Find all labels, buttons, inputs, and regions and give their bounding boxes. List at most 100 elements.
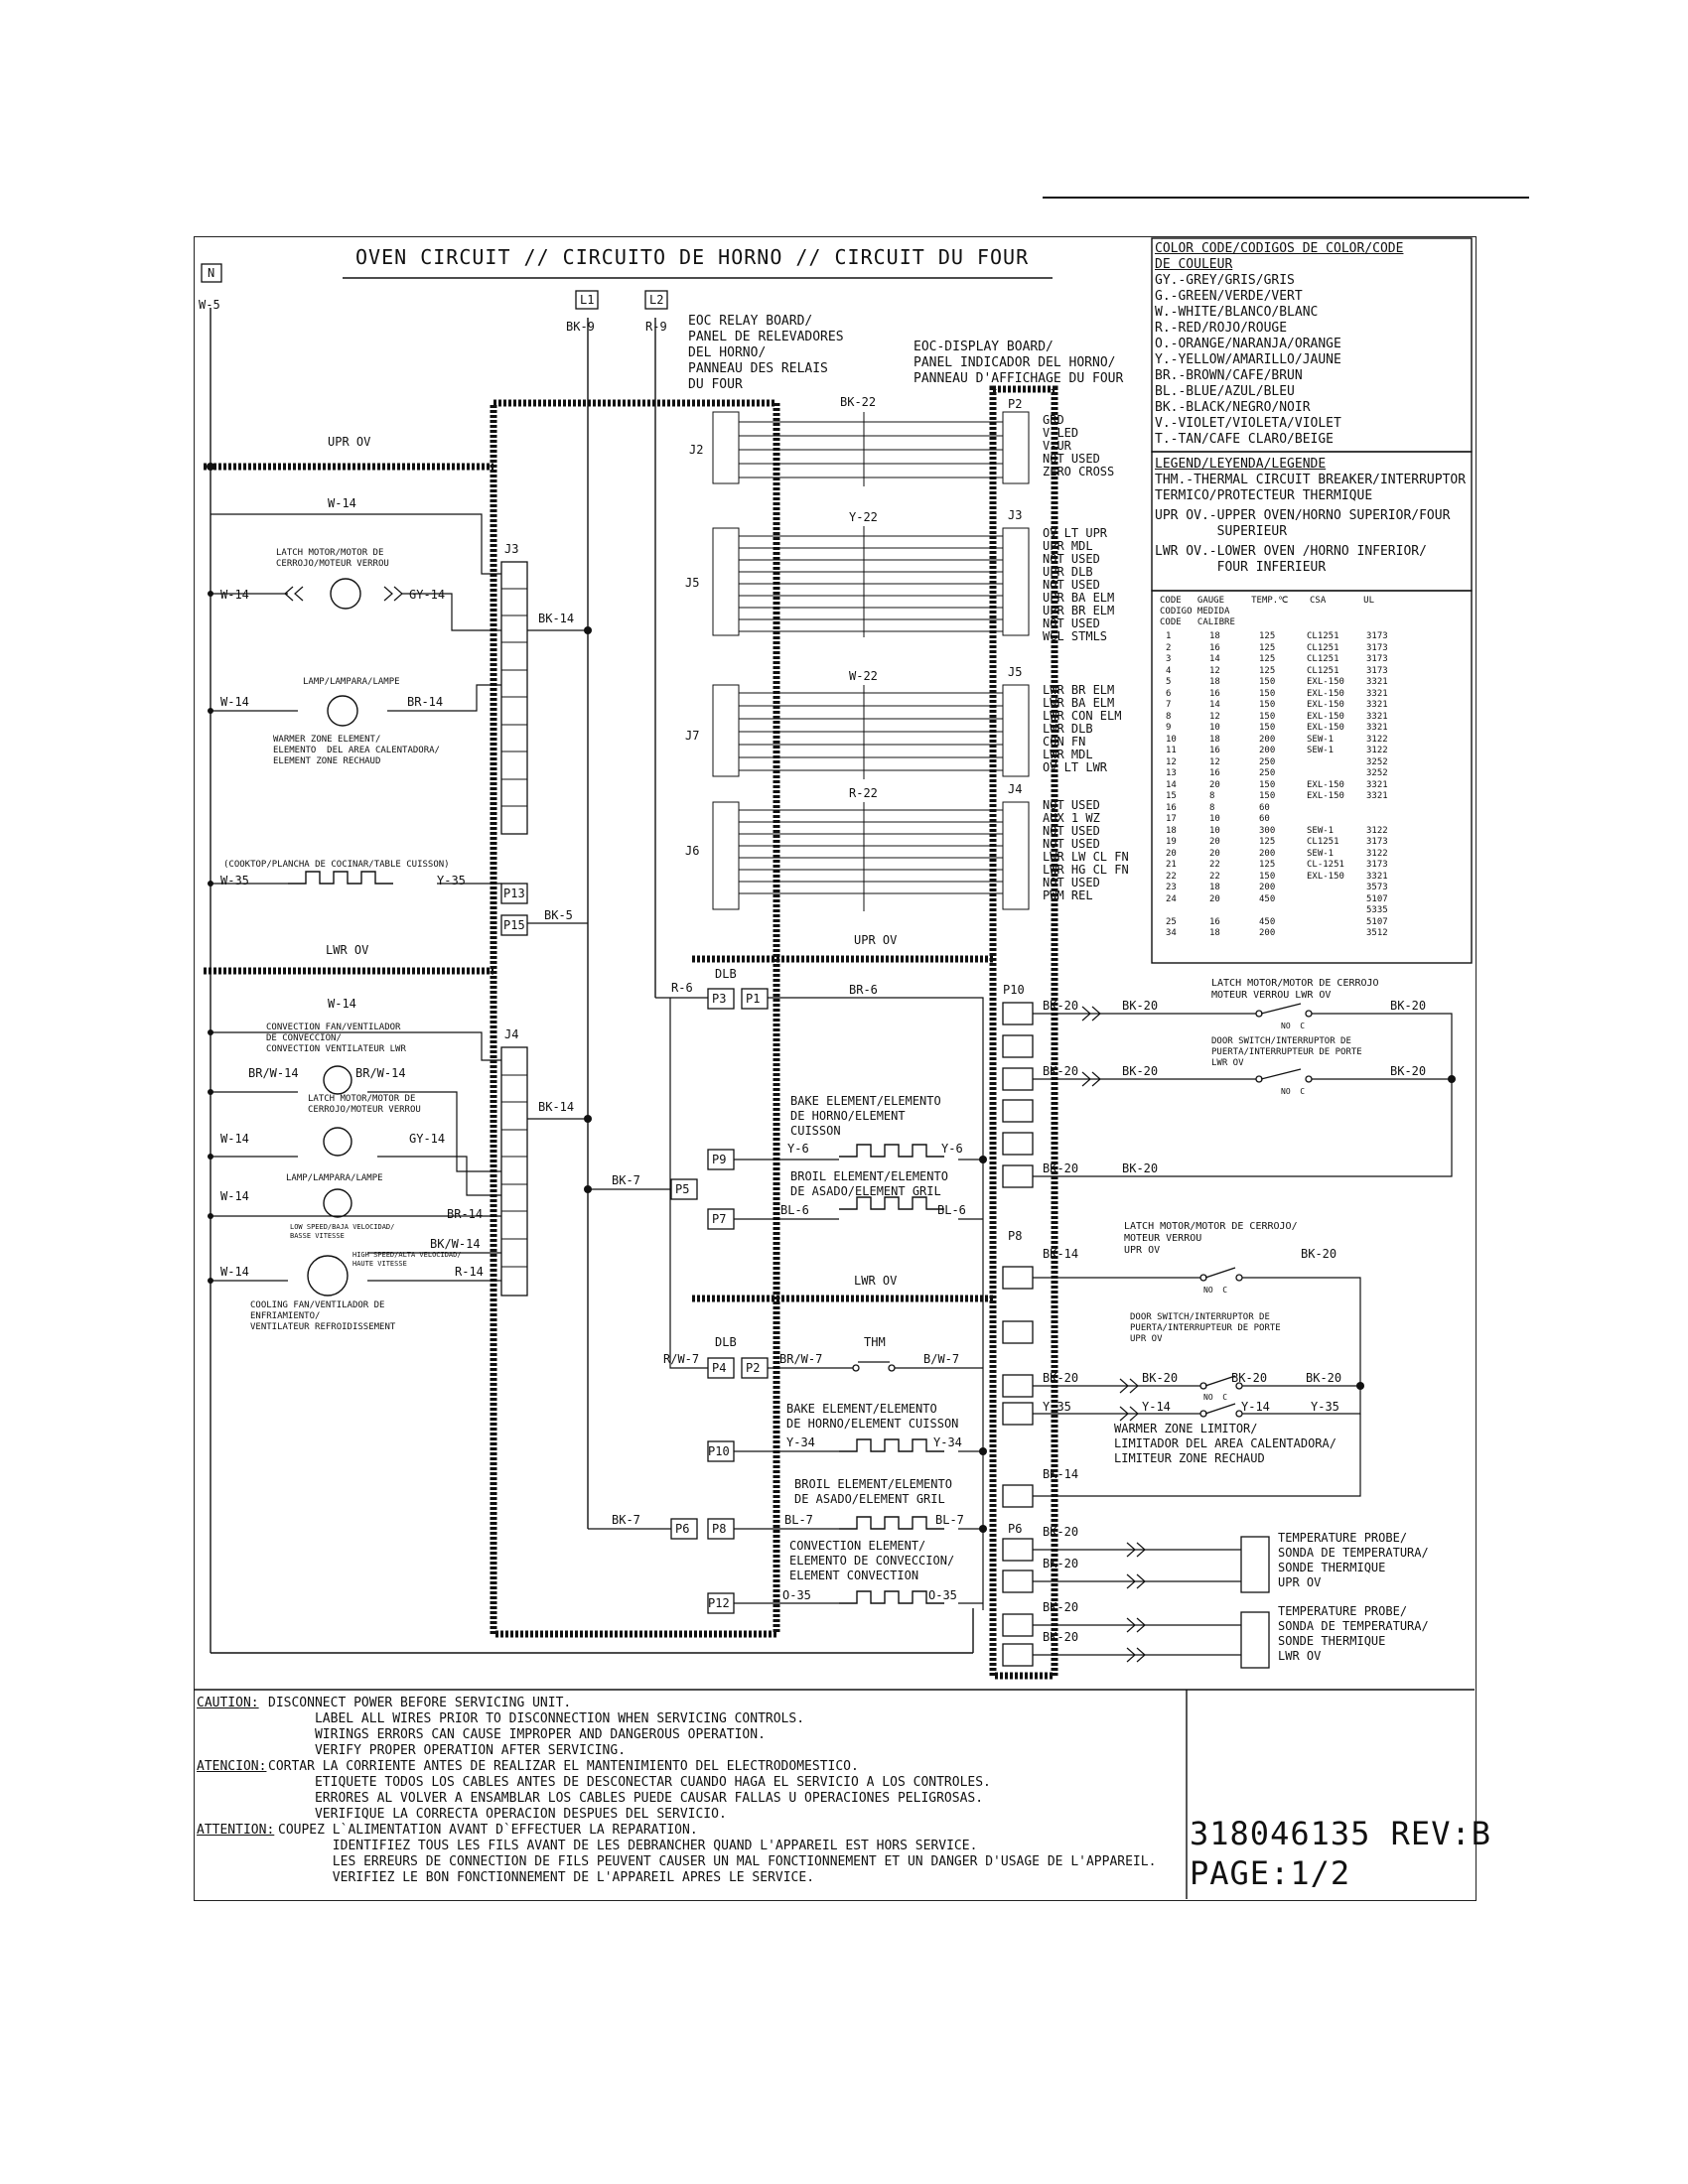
wire-label: BK-20 [1231,1371,1268,1385]
gauge-table-cell: 22 [1166,871,1177,882]
j4-pins: PWM REL [1043,888,1093,902]
gauge-table-cell: CL1251 [1307,837,1339,847]
gauge-table-cell: 14 [1209,654,1220,664]
connector-p13: P13 [503,887,525,900]
wire-label: Y-34 [786,1435,815,1449]
wire-label: GY-14 [409,588,446,602]
gauge-table-cell: 13 [1166,768,1177,778]
gauge-table-cell: 450 [1259,893,1276,904]
gauge-table-cell: 16 [1209,746,1220,755]
latch-lwr-label: LATCH MOTOR/MOTOR DE CERROJO/MOTEUR VERR… [308,1094,421,1115]
gauge-table-cell: 125 [1259,654,1276,664]
connector-j5: J5 [1008,665,1023,679]
gauge-table-cell: CL1251 [1307,631,1339,641]
gauge-table-cell: EXL-150 [1307,700,1344,710]
gauge-table-cell: 12 [1209,711,1220,722]
connector-p10: P10 [1003,983,1025,997]
gauge-table-cell: 3122 [1366,848,1388,859]
j3-pins: NOT USED [1043,616,1100,630]
wire-label: Y-14 [1241,1400,1270,1414]
wire-label: BK-20 [1306,1371,1342,1385]
j5-pins: LWR BR ELM [1043,683,1115,697]
connector-p10: P10 [708,1444,730,1458]
gauge-table-cell: 4 [1166,665,1172,676]
gauge-table-cell: 22 [1209,871,1220,882]
connector-j3: J3 [1008,508,1023,522]
j3-pins: UPR MDL [1043,539,1093,553]
gauge-table-cell: 125 [1259,665,1276,676]
color-code-entry: T.-TAN/CAFE CLARO/BEIGE [1155,432,1335,447]
terminal-l1: L1 [580,293,595,307]
gauge-table-cell: 7 [1166,700,1172,710]
wire-label: BK-20 [1043,1371,1079,1385]
j4-pins: NOT USED [1043,837,1100,851]
wire-label: BL-7 [935,1513,964,1527]
wire-label: W-14 [328,496,356,510]
wire-label: BK-14 [1043,1467,1079,1481]
page-number: PAGE:1/2 [1190,1854,1351,1892]
wire-label: W-14 [220,695,249,709]
wire-label: BR-14 [407,695,444,709]
gauge-table-cell: 150 [1259,871,1276,882]
caution-fr-label: ATTENTION: [197,1823,275,1838]
wire-label: BK-7 [612,1513,640,1527]
doc-number: 318046135 REV:B [1190,1815,1491,1852]
legend-entry: UPR OV.-UPPER OVEN/HORNO SUPERIOR/FOUR S… [1155,508,1451,539]
switch-label: NO C [1203,1286,1228,1295]
gauge-table-cell: 150 [1259,677,1276,687]
color-code-entry: BK.-BLACK/NEGRO/NOIR [1155,400,1311,415]
gauge-table-cell: 3512 [1366,928,1388,938]
connector-p12: P12 [708,1596,730,1610]
gauge-table-cell: 250 [1259,768,1276,778]
wire-label: BR/W-14 [248,1066,299,1080]
caution-es-label: ATENCION: [197,1759,267,1774]
color-code-entry: BL.-BLUE/AZUL/BLEU [1155,384,1295,399]
wire-label: BK-20 [1043,1161,1079,1175]
p2-pins: ZERO CROSS [1043,465,1115,478]
wire-label: Y-6 [941,1142,963,1156]
gauge-table-cell: 60 [1259,802,1270,813]
connector-p3: P3 [712,992,727,1006]
gauge-table-cell: CL1251 [1307,642,1339,653]
warmer-limiter-label: WARMER ZONE LIMITOR/ LIMITADOR DEL AREA … [1114,1422,1336,1465]
color-code-entry: O.-ORANGE/NARANJA/ORANGE [1155,337,1341,351]
connector-p2: P2 [746,1361,761,1375]
color-code-entry: GY.-GREY/GRIS/GRIS [1155,273,1295,288]
wire-label: BK-22 [840,395,877,409]
connector-dlb: DLB [715,967,737,981]
connector-j3: J3 [504,542,519,556]
gauge-table-cell: 3321 [1366,711,1388,722]
gauge-table-cell: 200 [1259,883,1276,892]
gauge-table-cell: CL1251 [1307,654,1339,664]
gauge-table-header: CODE GAUGE TEMP.℃ CSA UL CODIGO MEDIDA C… [1160,596,1375,627]
conv-elem-label: CONVECTION ELEMENT/ ELEMENTO DE CONVECCI… [789,1539,955,1582]
legend-title: LEGEND/LEYENDA/LEGENDE [1155,457,1327,472]
terminal-l2: L2 [649,293,664,307]
gauge-table-cell: 125 [1259,837,1276,847]
gauge-table-cell: 12 [1166,756,1177,767]
gauge-table-cell: SEW-1 [1307,746,1335,755]
p2-pins: V-UR [1043,439,1071,453]
gauge-table-cell: 450 [1259,916,1276,927]
switch-label: NO C [1203,1393,1228,1402]
wire-label: BL-6 [937,1203,966,1217]
connector-p8: P8 [1008,1229,1023,1243]
gauge-table-cell: 8 [1209,802,1215,813]
gauge-table-cell: 11 [1166,746,1177,755]
connector-j5: J5 [685,576,700,590]
section-upr-ov: UPR OV [854,933,898,947]
caution-fr-text: COUPEZ L`ALIMENTATION AVANT D`EFFECTUER … [278,1823,1157,1885]
p2-pins: GRD [1043,413,1064,427]
gauge-table-cell: SEW-1 [1307,825,1335,836]
gauge-table-cell: 3 [1166,654,1172,664]
j3-pins: NOT USED [1043,578,1100,592]
gauge-table-cell: 16 [1209,688,1220,699]
wire-label: BR/W-14 [355,1066,406,1080]
